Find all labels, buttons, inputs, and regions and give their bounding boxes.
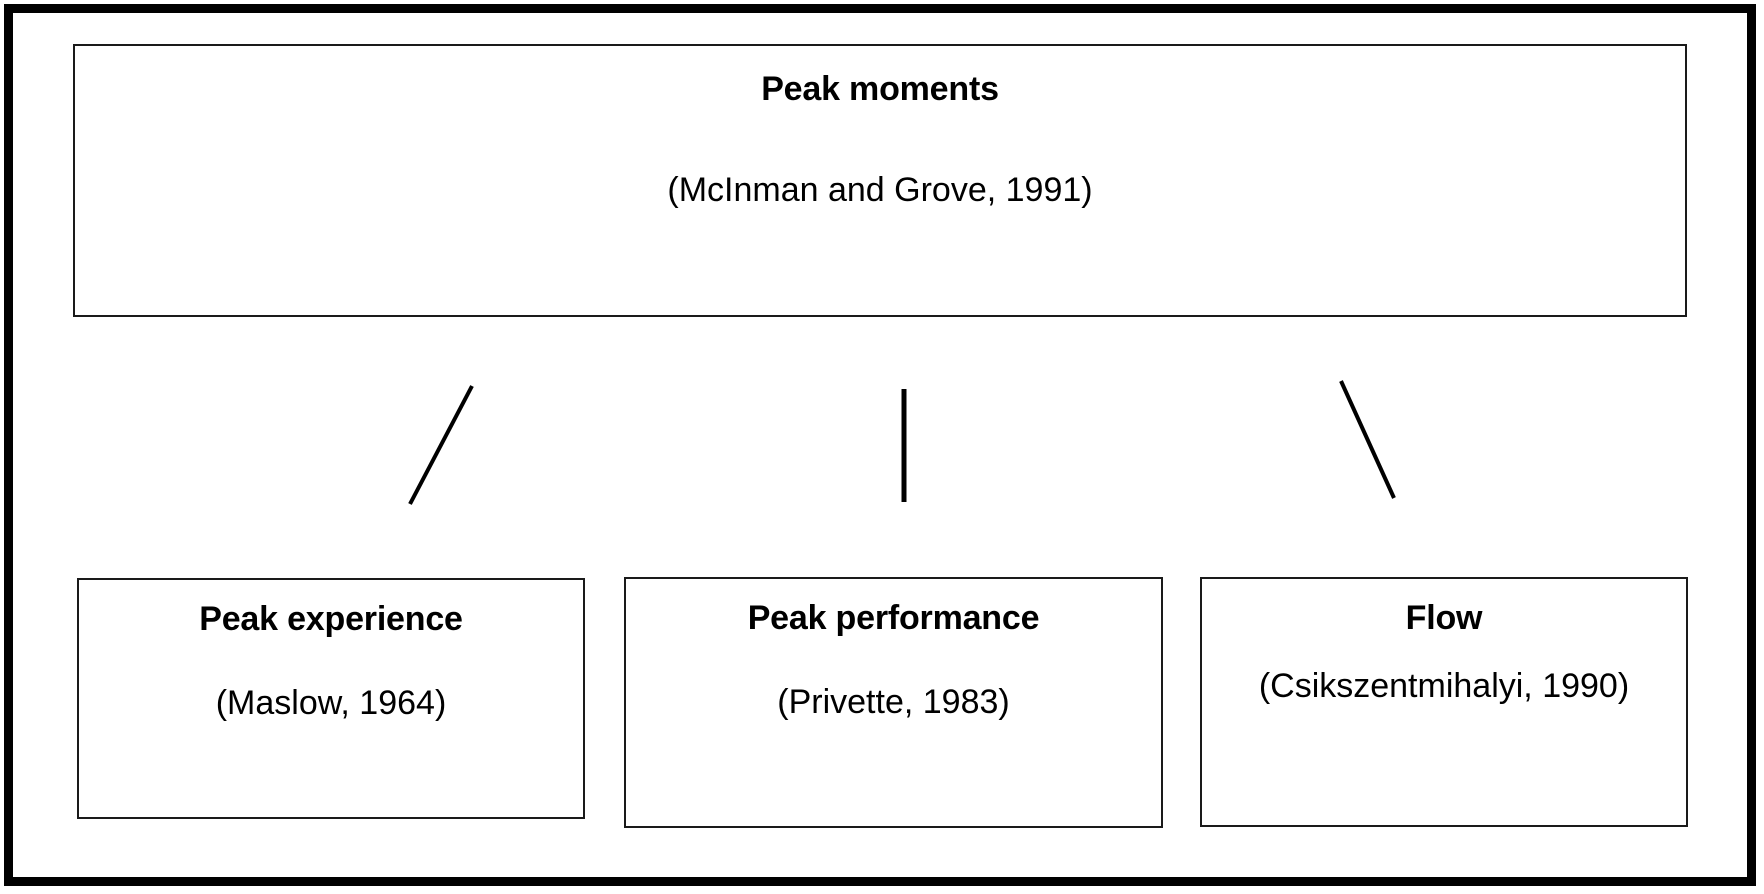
node-peak-moments-citation: (McInman and Grove, 1991) (667, 171, 1093, 210)
node-peak-moments[interactable]: Peak moments (McInman and Grove, 1991) (73, 44, 1687, 317)
node-flow-title: Flow (1405, 599, 1483, 637)
node-peak-performance[interactable]: Peak performance (Privette, 1983) (624, 577, 1163, 828)
node-flow[interactable]: Flow (Csikszentmihalyi, 1990) (1200, 577, 1688, 827)
node-peak-experience[interactable]: Peak experience (Maslow, 1964) (77, 578, 585, 819)
node-peak-experience-citation: (Maslow, 1964) (215, 684, 447, 723)
node-flow-citation: (Csikszentmihalyi, 1990) (1258, 667, 1630, 706)
node-peak-performance-citation: (Privette, 1983) (777, 683, 1010, 722)
node-peak-performance-title: Peak performance (747, 599, 1040, 637)
node-peak-moments-title: Peak moments (761, 70, 999, 108)
node-peak-experience-title: Peak experience (199, 600, 463, 638)
